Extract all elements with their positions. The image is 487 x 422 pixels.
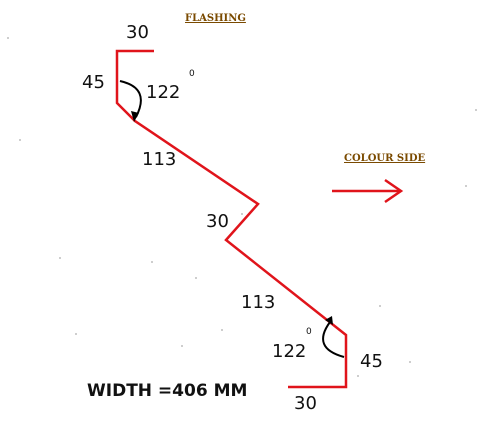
flashing-profile: [115, 49, 348, 389]
colour-side-label: COLOUR SIDE: [344, 153, 425, 164]
bottom-angle-unit: 0: [306, 327, 312, 337]
drawing-title: FLASHING: [185, 13, 246, 24]
bottom-flange-dimension: 30: [294, 393, 317, 414]
top-flange-dimension: 30: [126, 22, 149, 43]
bottom-return-dimension: 45: [360, 351, 383, 372]
total-width-label: WIDTH =406 MM: [87, 381, 247, 401]
lower-slope-dimension: 113: [241, 292, 275, 313]
bottom-angle-arrowhead: [325, 316, 333, 325]
colour-side-arrow: [332, 178, 404, 204]
top-angle-dimension: 122: [146, 82, 180, 103]
upper-slope-dimension: 113: [142, 149, 176, 170]
bottom-angle-arc: [322, 321, 345, 358]
top-angle-unit: 0: [189, 69, 195, 79]
background-speckles: [7, 37, 477, 377]
top-return-dimension: 45: [82, 72, 105, 93]
top-angle-arrowhead: [131, 111, 139, 122]
middle-step-dimension: 30: [206, 211, 229, 232]
bottom-angle-dimension: 122: [272, 341, 306, 362]
top-angle-arc: [119, 80, 142, 118]
